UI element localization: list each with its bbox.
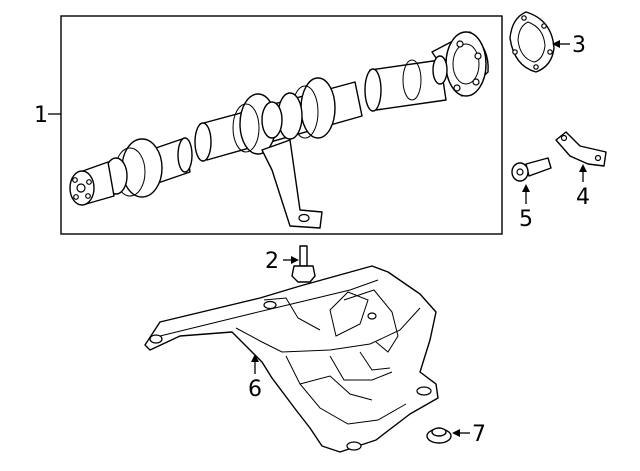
callout-2: 2 bbox=[265, 249, 299, 274]
callout-5: 5 bbox=[519, 184, 533, 232]
support-bracket[interactable] bbox=[555, 131, 607, 167]
callout-1-label: 1 bbox=[34, 103, 48, 128]
callout-7: 7 bbox=[452, 422, 486, 447]
callout-6: 6 bbox=[248, 354, 262, 402]
callout-6-label: 6 bbox=[248, 377, 262, 402]
callout-4-label: 4 bbox=[576, 185, 590, 210]
callout-7-label: 7 bbox=[472, 422, 486, 447]
bracket-bolt[interactable] bbox=[511, 157, 552, 182]
callout-3-label: 3 bbox=[572, 33, 586, 58]
heat-shield-bolt[interactable] bbox=[291, 245, 316, 283]
driveshaft-assembly[interactable] bbox=[69, 31, 489, 229]
heat-shield[interactable] bbox=[144, 265, 439, 453]
shield-nut[interactable] bbox=[426, 427, 452, 444]
callout-1: 1 bbox=[34, 103, 61, 128]
callout-4: 4 bbox=[576, 164, 590, 210]
callout-2-label: 2 bbox=[265, 249, 279, 274]
flange-gasket[interactable] bbox=[509, 11, 555, 73]
driveshaft-frame bbox=[60, 15, 503, 235]
callout-3: 3 bbox=[552, 33, 586, 58]
callout-5-label: 5 bbox=[519, 207, 533, 232]
